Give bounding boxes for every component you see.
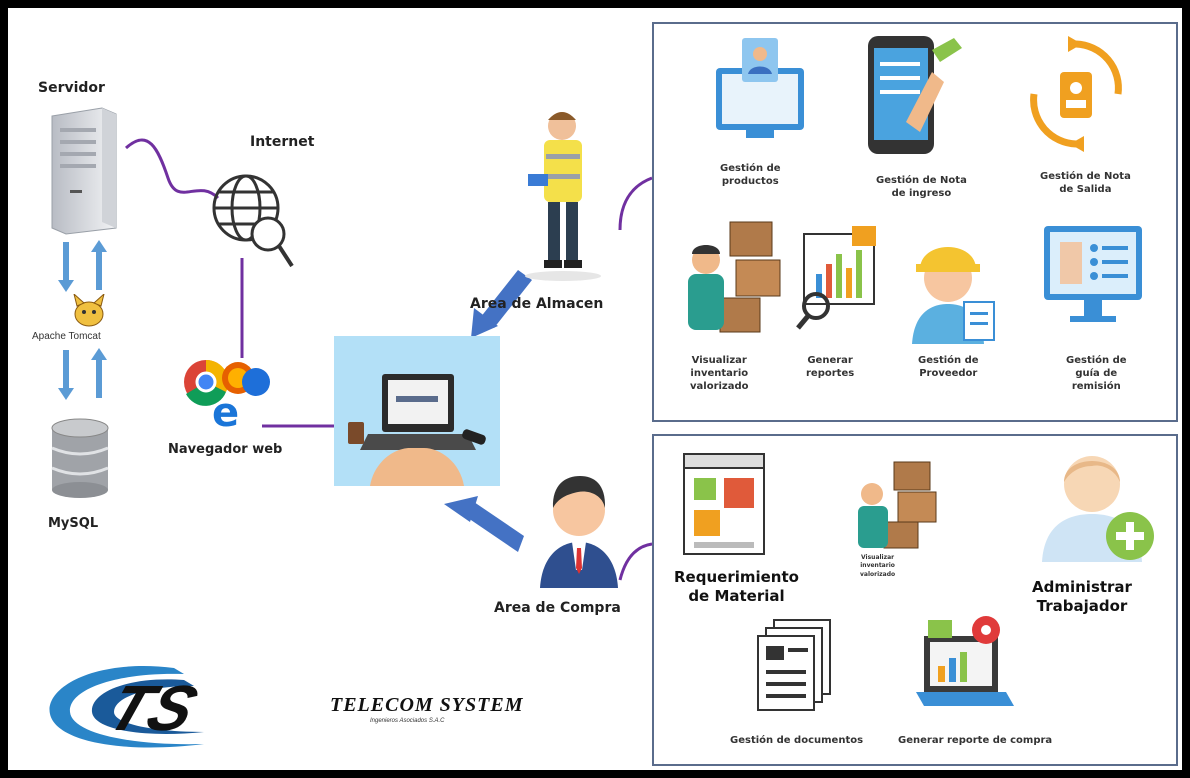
documents-icon [757,619,831,711]
almacen-panel-connector [618,176,653,231]
material-requirement-icon [683,453,765,555]
proveedor-line-1: Gestión de [918,355,979,366]
inventory-small-icon [858,461,937,549]
inventario-small-line-1: Visualizar [861,554,895,561]
svg-text:TS: TS [99,673,207,745]
guia-label: Gestión de guía de remisión [1066,354,1127,393]
inventario-label: Visualizar inventario valorizado [690,354,749,393]
browser-icons: e [184,359,270,430]
server-label: Servidor [38,80,105,96]
nota-ingreso-line-1: Gestión de Nota [876,175,967,186]
inventory-boxes-icon [688,221,781,333]
compra-person-icon [540,476,618,588]
reports-chart-icon [796,226,876,330]
laptop-icon [348,374,486,486]
telecom-system-name: TELECOM SYSTEM [330,694,524,716]
inventario-line-3: valorizado [690,381,749,392]
compra-functions-panel: Requerimiento de Material Visualizar inv… [652,434,1178,766]
inventario-small-line-2: inventario [860,562,895,570]
inventario-line-2: inventario [690,368,749,379]
internet-label: Internet [250,134,315,150]
tablet-pen-icon [868,36,962,154]
nota-salida-line-1: Gestión de Nota [1040,171,1131,182]
reportes-line-2: reportes [806,368,855,379]
reporte-compra-label: Generar reporte de compra [898,735,1053,746]
reportes-line-1: Generar [807,355,853,366]
server-icon [51,107,117,235]
almacen-arrow [471,270,532,338]
requerimiento-label: Requerimiento de Material [674,568,799,606]
tomcat-label: Apache Tomcat [32,331,101,342]
gestion-productos-line-2: productos [721,176,779,187]
nota-ingreso-line-2: de ingreso [891,188,952,199]
telecom-swoosh-icon: TS [49,666,207,748]
remission-guide-monitor-icon [1044,226,1142,322]
connectors-layer [58,138,653,581]
administrar-line-2: Trabajador [1036,596,1128,615]
purchase-report-icon [916,616,1014,706]
nota-salida-line-2: de Salida [1059,184,1112,195]
note-exit-icon [1030,36,1122,152]
product-management-icon [716,38,804,138]
internet-globe-icon [212,174,294,268]
documentos-label: Gestión de documentos [730,735,864,746]
administrar-line-1: Administrar [1032,578,1132,596]
proveedor-line-2: Proveedor [919,368,978,379]
requerimiento-line-2: de Material [688,586,785,605]
nota-salida-label: Gestión de Nota de Salida [1040,170,1131,196]
inventario-small-label: Visualizar inventario valorizado [860,554,895,579]
mysql-label: MySQL [48,516,99,531]
nota-ingreso-label: Gestión de Nota de ingreso [876,174,967,200]
proveedor-label: Gestión de Proveedor [918,354,979,380]
compra-panel-connector [618,542,653,581]
almacen-label: Area de Almacen [470,296,604,312]
gestion-productos-label: Gestión de productos [720,162,781,188]
telecom-system-logo: TS TELECOM SYSTEM Ingenieros Asociados S… [34,658,594,754]
compra-label: Area de Compra [494,600,621,616]
requerimiento-line-1: Requerimiento [674,568,799,586]
server-tomcat-arrows [58,240,107,400]
server-internet-connector [124,138,220,200]
tomcat-icon [73,294,105,327]
mysql-database-icon [51,418,109,498]
administrar-label: Administrar Trabajador [1032,578,1132,616]
svg-text:e: e [212,390,239,430]
telecom-system-subtitle: Ingenieros Asociados S.A.C [370,718,445,724]
compra-arrow [444,496,524,552]
add-worker-icon [1042,456,1154,562]
inventario-small-line-3: valorizado [860,570,896,578]
diagram-canvas: Servidor Internet Apache Tomcat MySQL [8,8,1182,770]
inventario-line-1: Visualizar [691,355,747,366]
laptop-user-illustration [334,336,500,486]
guia-line-1: Gestión de [1066,355,1127,366]
browser-label: Navegador web [168,442,283,457]
supplier-worker-icon [912,247,995,344]
reportes-label: Generar reportes [806,354,854,380]
gestion-productos-line-1: Gestión de [720,163,781,174]
guia-line-3: remisión [1071,381,1121,392]
almacen-functions-panel: Gestión de productos Gestión de Nota de … [652,22,1178,422]
guia-line-2: guía de [1075,368,1118,379]
almacen-worker-icon [525,112,601,281]
